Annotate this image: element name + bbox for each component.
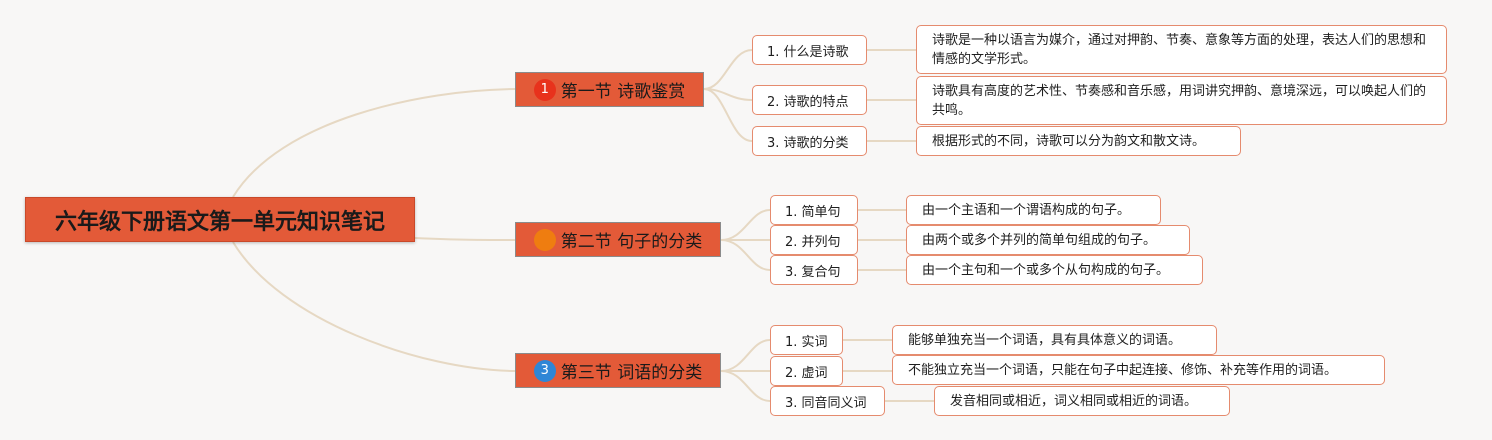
section-2-item-3[interactable]: 3. 复合句: [770, 255, 858, 285]
section-3-detail-3[interactable]: 发音相同或相近，词义相同或相近的词语。: [934, 386, 1230, 416]
section-1-detail-1[interactable]: 诗歌是一种以语言为媒介，通过对押韵、节奏、意象等方面的处理，表达人们的思想和情感…: [916, 25, 1447, 74]
link-s3-item-3: [720, 370, 771, 402]
root-topic[interactable]: 六年级下册语文第一单元知识笔记: [25, 197, 415, 242]
detail-text: 能够单独充当一个词语，具有具体意义的词语。: [908, 332, 1182, 348]
link-s3-item-1: [720, 339, 771, 372]
item-label: 2. 诗歌的特点: [767, 94, 849, 110]
section-3-item-1[interactable]: 1. 实词: [770, 325, 843, 355]
detail-text: 不能独立充当一个词语，只能在句子中起连接、修饰、补充等作用的词语。: [908, 362, 1338, 378]
link-root-section-3: [232, 241, 516, 372]
link-s2-item-3: [720, 239, 771, 271]
section-3-topic[interactable]: 3 第三节 词语的分类: [515, 353, 721, 388]
number-one-badge-icon: 1: [533, 78, 556, 101]
section-3-detail-1[interactable]: 能够单独充当一个词语，具有具体意义的词语。: [892, 325, 1217, 355]
detail-text: 由一个主语和一个谓语构成的句子。: [922, 202, 1131, 218]
detail-text: 诗歌具有高度的艺术性、节奏感和音乐感，用词讲究押韵、意境深远，可以唤起人们的共鸣…: [932, 83, 1427, 118]
item-label: 1. 什么是诗歌: [767, 44, 849, 60]
section-1-detail-2[interactable]: 诗歌具有高度的艺术性、节奏感和音乐感，用词讲究押韵、意境深远，可以唤起人们的共鸣…: [916, 76, 1447, 125]
section-2-topic[interactable]: 第二节 句子的分类: [515, 222, 721, 257]
section-2-item-2[interactable]: 2. 并列句: [770, 225, 858, 255]
section-2-detail-3[interactable]: 由一个主句和一个或多个从句构成的句子。: [906, 255, 1203, 285]
number-three-badge-icon: 3: [533, 359, 556, 382]
section-1-topic[interactable]: 1 第一节 诗歌鉴赏: [515, 72, 704, 107]
section-2-detail-1[interactable]: 由一个主语和一个谓语构成的句子。: [906, 195, 1161, 225]
item-label: 3. 同音同义词: [785, 395, 867, 411]
item-label: 3. 复合句: [785, 264, 841, 280]
section-1-item-2[interactable]: 2. 诗歌的特点: [752, 85, 867, 115]
section-1-label: 第一节 诗歌鉴赏: [560, 82, 686, 102]
item-label: 3. 诗歌的分类: [767, 135, 849, 151]
section-3-item-2[interactable]: 2. 虚词: [770, 356, 843, 386]
link-root-section-2: [414, 237, 516, 241]
section-1-item-1[interactable]: 1. 什么是诗歌: [752, 35, 867, 65]
link-s1-item-3: [703, 88, 753, 142]
detail-text: 根据形式的不同，诗歌可以分为韵文和散文诗。: [932, 133, 1206, 149]
section-3-label: 第三节 词语的分类: [560, 363, 703, 383]
link-root-section-1: [232, 88, 516, 198]
item-label: 2. 虚词: [785, 365, 828, 381]
section-1-detail-3[interactable]: 根据形式的不同，诗歌可以分为韵文和散文诗。: [916, 126, 1241, 156]
link-s1-item-1: [703, 49, 753, 90]
item-label: 2. 并列句: [785, 234, 841, 250]
root-topic-label: 六年级下册语文第一单元知识笔记: [54, 209, 385, 235]
section-3-item-3[interactable]: 3. 同音同义词: [770, 386, 885, 416]
section-2-detail-2[interactable]: 由两个或多个并列的简单句组成的句子。: [906, 225, 1190, 255]
link-s2-item-1: [720, 209, 771, 241]
detail-text: 诗歌是一种以语言为媒介，通过对押韵、节奏、意象等方面的处理，表达人们的思想和情感…: [932, 32, 1427, 67]
section-2-item-1[interactable]: 1. 简单句: [770, 195, 858, 225]
detail-text: 由一个主句和一个或多个从句构成的句子。: [922, 262, 1170, 278]
detail-text: 发音相同或相近，词义相同或相近的词语。: [950, 393, 1198, 409]
item-label: 1. 实词: [785, 334, 828, 350]
section-3-detail-2[interactable]: 不能独立充当一个词语，只能在句子中起连接、修饰、补充等作用的词语。: [892, 355, 1385, 385]
item-label: 1. 简单句: [785, 204, 841, 220]
section-1-item-3[interactable]: 3. 诗歌的分类: [752, 126, 867, 156]
section-2-label: 第二节 句子的分类: [560, 232, 703, 252]
detail-text: 由两个或多个并列的简单句组成的句子。: [922, 232, 1157, 248]
orange-dot-icon: [533, 228, 556, 251]
